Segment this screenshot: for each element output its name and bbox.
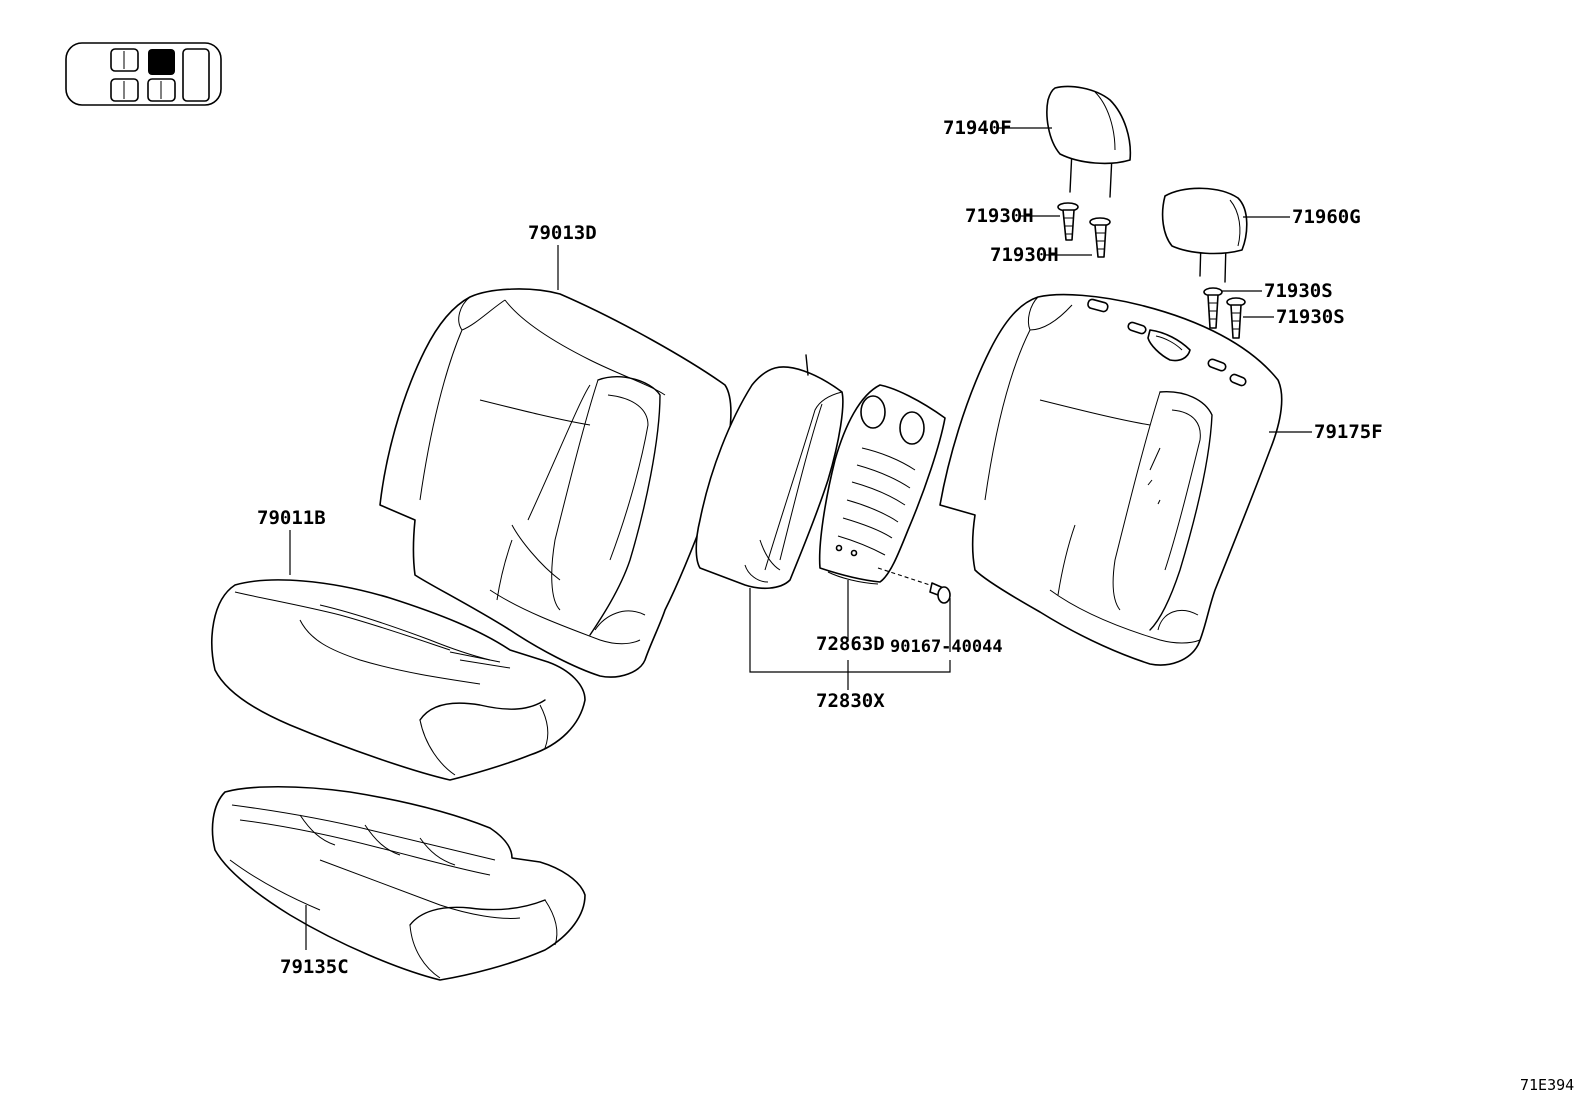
label-79013D: 79013D [528,222,597,244]
headrest-71960G [1161,187,1248,283]
screw-90167-40044 [877,567,951,652]
label-72863D: 72863D [816,633,885,655]
leader-lines [289,127,1312,950]
label-79135C: 79135C [280,956,349,978]
label-71930S-lower: 71930S [1276,306,1345,328]
armrest-board-72863D [818,384,946,585]
guide-71930S-lower [1226,297,1246,339]
label-71960G: 71960G [1292,206,1361,228]
label-79011B: 79011B [257,507,326,529]
seat-locator-icon [65,42,222,106]
cushion-cover-79011B [211,579,586,781]
headrest-71940F [1046,85,1132,198]
label-90167-40044: 90167-40044 [890,637,1003,657]
armrest-72830X [695,354,844,590]
seatback-cover-79175F [939,293,1283,666]
label-71930S-upper: 71930S [1264,280,1333,302]
cushion-pad-79135C [211,785,586,981]
guide-71930H-lower [1089,217,1111,258]
illustration-code: 71E394 [1520,1076,1574,1094]
label-79175F: 79175F [1314,421,1383,443]
seatback-cover-79013D [379,288,732,678]
label-71940F: 71940F [943,117,1012,139]
label-71930H-upper: 71930H [965,205,1034,227]
part-labels: 71940F 71930H 71930H 71960G 71930S 71930… [257,117,1574,1094]
guide-71930S-upper [1203,287,1223,329]
label-72830X: 72830X [816,690,885,712]
label-71930H-lower: 71930H [990,244,1059,266]
guide-71930H-upper [1057,202,1079,241]
